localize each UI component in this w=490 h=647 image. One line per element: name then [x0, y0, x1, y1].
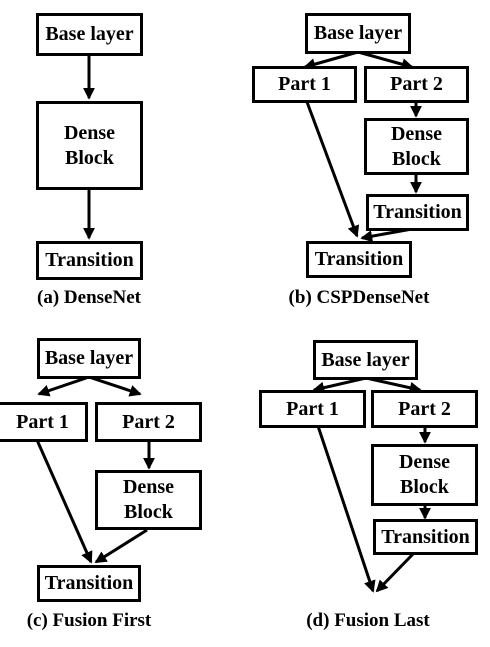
b-part2-box: Part 2: [364, 66, 469, 103]
a-transition-box: Transition: [36, 241, 143, 280]
d-dense-block-box: Dense Block: [371, 444, 478, 506]
c-base-layer-box: Base layer: [37, 338, 141, 379]
b-part1-box: Part 1: [252, 66, 357, 103]
b-transition-box: Transition: [306, 241, 412, 278]
d-caption: (d) Fusion Last: [306, 610, 430, 631]
arrow-c-base-to-part1: [37, 375, 90, 397]
c-dense-block-box: Dense Block: [95, 470, 202, 530]
arrow-c-base-to-part2: [88, 375, 142, 397]
d-part1-box: Part 1: [259, 390, 366, 428]
b-transition-inner-box: Transition: [366, 194, 469, 231]
arrow-c-dense-to-transition: [94, 528, 148, 564]
d-base-layer-box: Base layer: [313, 340, 418, 380]
c-caption: (c) Fusion First: [26, 610, 152, 631]
arrow-b-part1-to-transition: [305, 101, 360, 238]
b-caption: (b) CSPDenseNet: [288, 287, 430, 308]
a-base-layer-box: Base layer: [36, 13, 143, 56]
d-transition-box: Transition: [373, 519, 478, 555]
a-caption: (a) DenseNet: [37, 287, 141, 308]
c-transition-box: Transition: [37, 565, 141, 602]
arrow-d-base-to-part1: [312, 376, 367, 394]
arrow-d-base-to-part2: [365, 376, 422, 394]
arrow-d-part1-to-fusion: [316, 425, 376, 593]
c-part1-box: Part 1: [0, 402, 88, 442]
c-part2-box: Part 2: [95, 402, 202, 442]
arrow-d-transition-to-fusion: [375, 551, 416, 593]
d-part2-box: Part 2: [371, 390, 478, 428]
b-dense-block-box: Dense Block: [364, 118, 469, 175]
a-dense-block-box: Dense Block: [36, 101, 143, 190]
arrow-c-part1-to-transition: [35, 439, 93, 564]
arrow-b-base-to-part1: [303, 50, 359, 70]
b-base-layer-box: Base layer: [305, 13, 411, 54]
arrow-b-base-to-part2: [357, 50, 414, 71]
